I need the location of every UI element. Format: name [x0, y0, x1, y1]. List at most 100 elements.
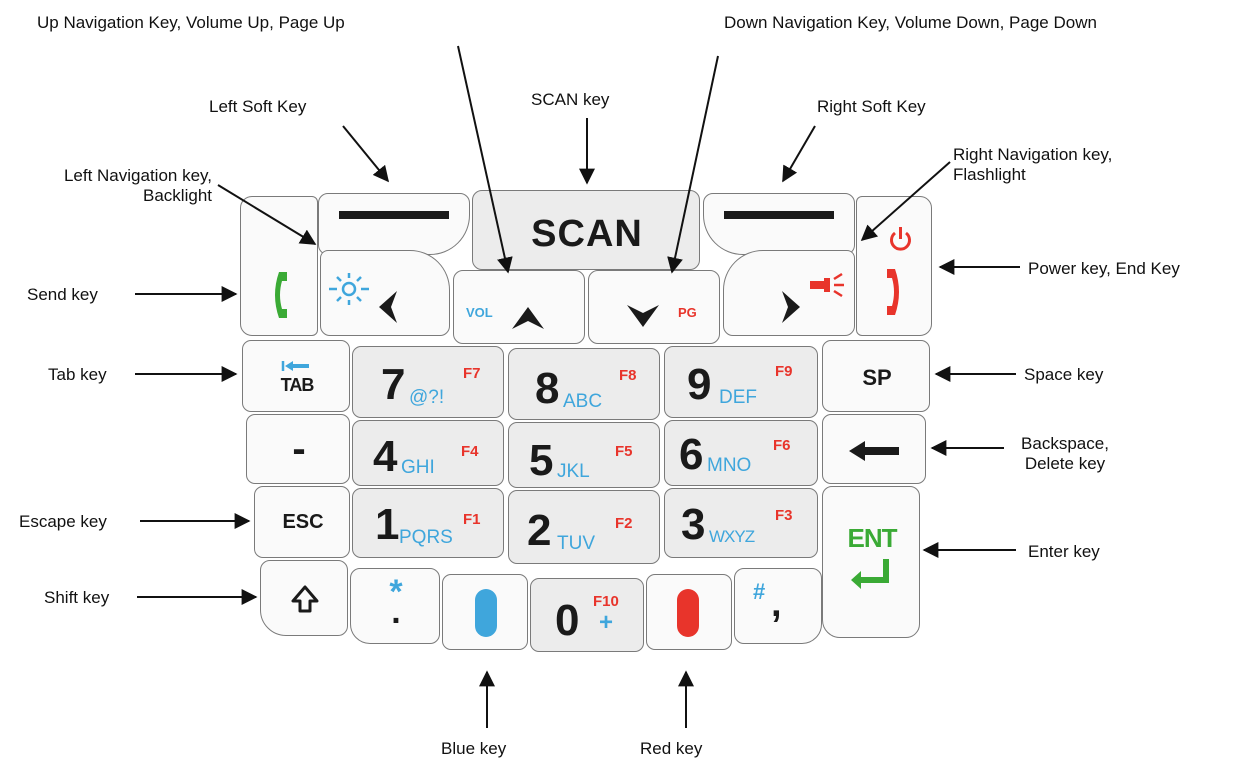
tab-key[interactable]: TAB [242, 340, 350, 412]
callout-red-key: Red key [640, 739, 703, 758]
callout-right-navigation: Right Navigation key, Flashlight [953, 145, 1112, 185]
arrow-right-navigation [860, 161, 951, 242]
key-3[interactable]: 3 WXYZ F3 [664, 488, 818, 558]
callout-backspace-line1: Backspace, [1021, 434, 1109, 453]
callout-left-navigation-line2: Backlight [143, 186, 212, 205]
end-phone-icon [887, 269, 899, 315]
key-9[interactable]: 9 DEF F9 [664, 346, 818, 418]
callout-enter-key: Enter key [1028, 542, 1100, 561]
key-0[interactable]: 0 F10 + [530, 578, 644, 652]
left-soft-bar [339, 211, 449, 219]
up-navigation-key[interactable]: VOL [453, 270, 585, 344]
digit-1: 1 [375, 500, 400, 549]
space-key[interactable]: SP [822, 340, 930, 412]
letters-9: DEF [719, 387, 757, 408]
arrow-left-soft [342, 125, 390, 183]
letters-5: JKL [557, 461, 590, 482]
letters-3: WXYZ [709, 527, 755, 546]
arrow-right-soft [782, 125, 816, 183]
star-key[interactable]: * . [350, 568, 440, 644]
minus-key[interactable]: - [246, 414, 350, 484]
letters-6: MNO [707, 455, 752, 476]
digit-4: 4 [373, 432, 398, 481]
callout-backspace-key: Backspace, Delete key [1010, 434, 1120, 474]
red-key[interactable] [646, 574, 732, 650]
blue-key[interactable] [442, 574, 528, 650]
plus-label: + [599, 609, 614, 636]
key-4[interactable]: 4 GHI F4 [352, 420, 504, 486]
backspace-key[interactable] [822, 414, 926, 484]
fn-5: F5 [615, 443, 633, 460]
key-2[interactable]: 2 TUV F2 [508, 490, 660, 564]
callout-right-soft-key: Right Soft Key [817, 97, 926, 116]
callout-down-navigation: Down Navigation Key, Volume Down, Page D… [724, 13, 1097, 32]
digit-2: 2 [527, 506, 552, 555]
letters-1: PQRS [399, 527, 453, 548]
vol-label: VOL [466, 305, 493, 320]
callout-power-key: Power key, End Key [1028, 259, 1180, 278]
letters-7: @?! [409, 387, 445, 408]
esc-label: ESC [282, 511, 324, 533]
callout-up-navigation: Up Navigation Key, Volume Up, Page Up [37, 13, 345, 32]
digit-9: 9 [687, 360, 712, 409]
down-chevron-icon [627, 305, 659, 327]
callout-right-navigation-line2: Flashlight [953, 165, 1026, 184]
callout-backspace-line2: Delete key [1024, 454, 1106, 473]
callout-scan-key: SCAN key [531, 90, 610, 109]
fn-7: F7 [463, 365, 481, 382]
red-oval-icon [677, 589, 699, 637]
send-phone-icon [275, 272, 287, 318]
callout-space-key: Space key [1024, 365, 1104, 384]
right-chevron-icon [782, 291, 800, 323]
left-navigation-key[interactable] [320, 250, 450, 336]
callout-tab-key: Tab key [48, 365, 107, 384]
end-key[interactable] [856, 196, 932, 336]
shift-key[interactable] [260, 560, 348, 636]
minus-label: - [292, 427, 306, 471]
up-chevron-icon [512, 307, 544, 329]
escape-key[interactable]: ESC [254, 486, 350, 558]
callout-right-navigation-line1: Right Navigation key, [953, 145, 1113, 164]
hash-label: # [753, 579, 766, 604]
enter-key[interactable]: ENT [822, 486, 920, 638]
send-key[interactable] [240, 196, 318, 336]
digit-7: 7 [381, 360, 406, 409]
fn-1: F1 [463, 511, 481, 528]
left-chevron-icon [379, 291, 397, 323]
sp-label: SP [862, 365, 892, 390]
star-label: * [389, 573, 403, 611]
digit-0: 0 [555, 596, 580, 645]
backspace-arrow-icon [849, 441, 899, 461]
key-1[interactable]: 1 PQRS F1 [352, 488, 504, 558]
right-soft-key[interactable] [703, 193, 855, 255]
key-8[interactable]: 8 ABC F8 [508, 348, 660, 420]
digit-8: 8 [535, 364, 560, 413]
key-7[interactable]: 7 @?! F7 [352, 346, 504, 418]
digit-5: 5 [529, 436, 554, 485]
scan-label: SCAN [531, 213, 643, 255]
right-navigation-key[interactable] [723, 250, 855, 336]
digit-6: 6 [679, 430, 704, 479]
tab-arrow-icon [281, 361, 309, 371]
fn-8: F8 [619, 367, 637, 384]
fn-2: F2 [615, 515, 633, 532]
down-navigation-key[interactable]: PG [588, 270, 720, 344]
hash-key[interactable]: # , [734, 568, 822, 644]
fn-0: F10 [593, 593, 619, 610]
backlight-sun-icon [329, 273, 369, 305]
callout-left-soft-key: Left Soft Key [209, 97, 307, 116]
tab-label: TAB [280, 375, 315, 395]
arrow-down-navigation [667, 55, 719, 274]
digit-3: 3 [681, 500, 706, 549]
callout-send-key: Send key [27, 285, 98, 304]
right-nav-icons [782, 272, 844, 323]
pg-label: PG [678, 305, 697, 320]
right-soft-bar [724, 211, 834, 219]
key-6[interactable]: 6 MNO F6 [664, 420, 818, 486]
left-soft-key[interactable] [318, 193, 470, 255]
key-5[interactable]: 5 JKL F5 [508, 422, 660, 488]
dot-label: . [391, 593, 401, 631]
fn-6: F6 [773, 437, 791, 454]
